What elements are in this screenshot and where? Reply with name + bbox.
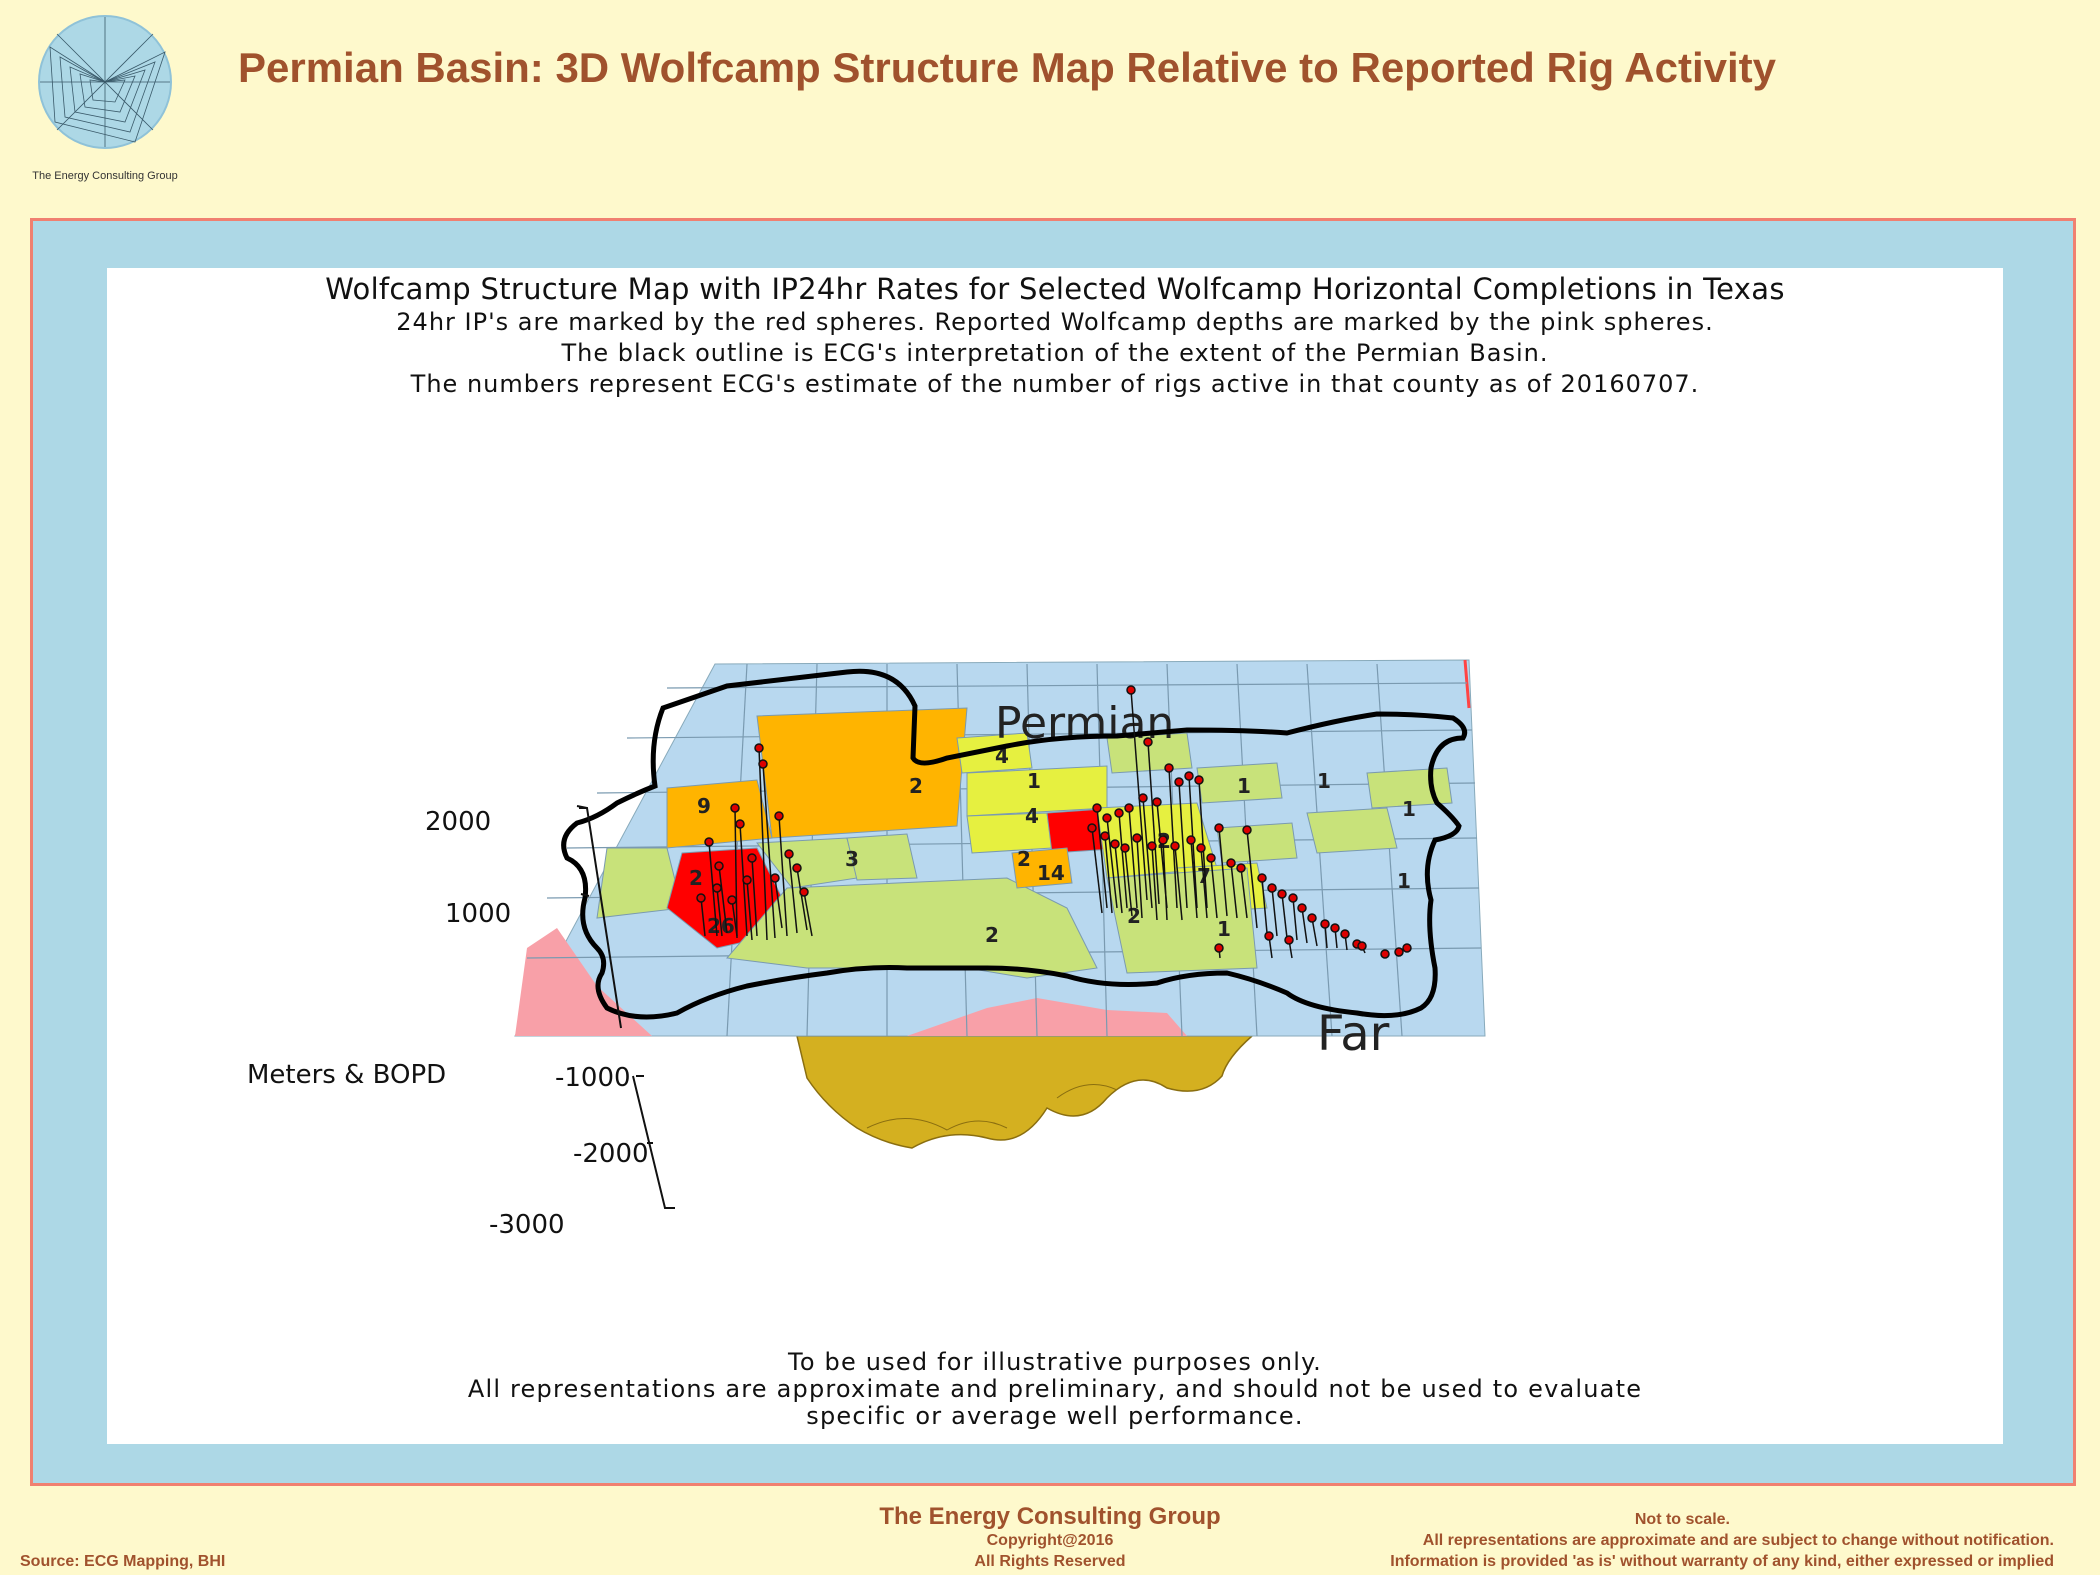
structure-map-3d: 9 2 2 3 2 26 4 1 4 2 14 7 2 1 1 1 1 1 2 … <box>247 659 1486 1240</box>
footer-note: Not to scale. <box>1634 1511 1730 1528</box>
logo-caption: The Energy Consulting Group <box>32 170 178 182</box>
plot-subtitle-2: The black outline is ECG's interpretatio… <box>561 339 1549 367</box>
axis-tick: 2000 <box>425 807 491 837</box>
rig-count: 2 <box>909 774 923 798</box>
well-group-midland <box>1087 685 1412 959</box>
county-orange-1 <box>666 779 773 849</box>
footer-copyright: Copyright@2016 <box>986 1532 1114 1549</box>
basin-outline <box>561 668 1468 1020</box>
axis-tick: -3000 <box>489 1210 565 1240</box>
rig-count: 2 <box>689 866 703 890</box>
rig-count: 1 <box>1217 917 1231 941</box>
axis-tick: -1000 <box>555 1063 631 1093</box>
rig-count: 2 <box>1017 847 1031 871</box>
rig-count: 4 <box>1025 804 1039 828</box>
disclaimer-line: To be used for illustrative purposes onl… <box>788 1348 1322 1376</box>
disclaimer-line: All representations are approximate and … <box>467 1375 1643 1403</box>
rig-count: 2 <box>985 923 999 947</box>
county-lime-4 <box>726 877 1098 979</box>
rig-count: 2 <box>1127 904 1141 928</box>
pink-area-south <box>907 998 1187 1036</box>
footer-note: All representations are approximate and … <box>1422 1532 2054 1549</box>
county-orange-2 <box>756 707 968 839</box>
axis-tick: 1000 <box>445 899 511 929</box>
plot-subtitle-1: 24hr IP's are marked by the red spheres.… <box>396 308 1714 336</box>
rig-count: 1 <box>1027 769 1041 793</box>
rig-count: 1 <box>1317 769 1331 793</box>
county-lime-7 <box>966 812 1053 854</box>
plot-subtitle-3: The numbers represent ECG's estimate of … <box>410 370 1700 398</box>
map-panel: 9 2 2 3 2 26 4 1 4 2 14 7 2 1 1 1 1 1 2 … <box>107 268 2003 1444</box>
page-title: Permian Basin: 3D Wolfcamp Structure Map… <box>238 44 1776 91</box>
axis-tick: -2000 <box>573 1139 649 1169</box>
rig-count: 1 <box>1397 869 1411 893</box>
well-group-delaware <box>696 743 813 941</box>
well-markers <box>696 685 1412 959</box>
footer-note: Information is provided 'as is' without … <box>1390 1553 2054 1570</box>
ecg-logo <box>38 15 172 149</box>
county-yellow-4 <box>1216 822 1298 864</box>
rig-count: 1 <box>1237 774 1251 798</box>
footer-rights: All Rights Reserved <box>974 1553 1126 1570</box>
county-orange-3 <box>1011 847 1073 889</box>
footer-company: The Energy Consulting Group <box>879 1503 1221 1530</box>
disclaimer-line: specific or average well performance. <box>806 1402 1304 1430</box>
footer-source: Source: ECG Mapping, BHI <box>20 1553 226 1570</box>
rig-count: 3 <box>845 847 859 871</box>
county-lime-9 <box>1306 807 1398 854</box>
county-lime-3 <box>846 833 918 881</box>
plot-title: Wolfcamp Structure Map with IP24hr Rates… <box>325 272 1785 306</box>
wolfcamp-structure-surface <box>796 1035 1254 1149</box>
rig-count: 14 <box>1037 861 1065 885</box>
rig-count: 1 <box>1402 797 1416 821</box>
rig-count: 9 <box>697 794 711 818</box>
vertical-axis <box>576 805 675 1209</box>
axis-title: Meters & BOPD <box>247 1060 446 1090</box>
